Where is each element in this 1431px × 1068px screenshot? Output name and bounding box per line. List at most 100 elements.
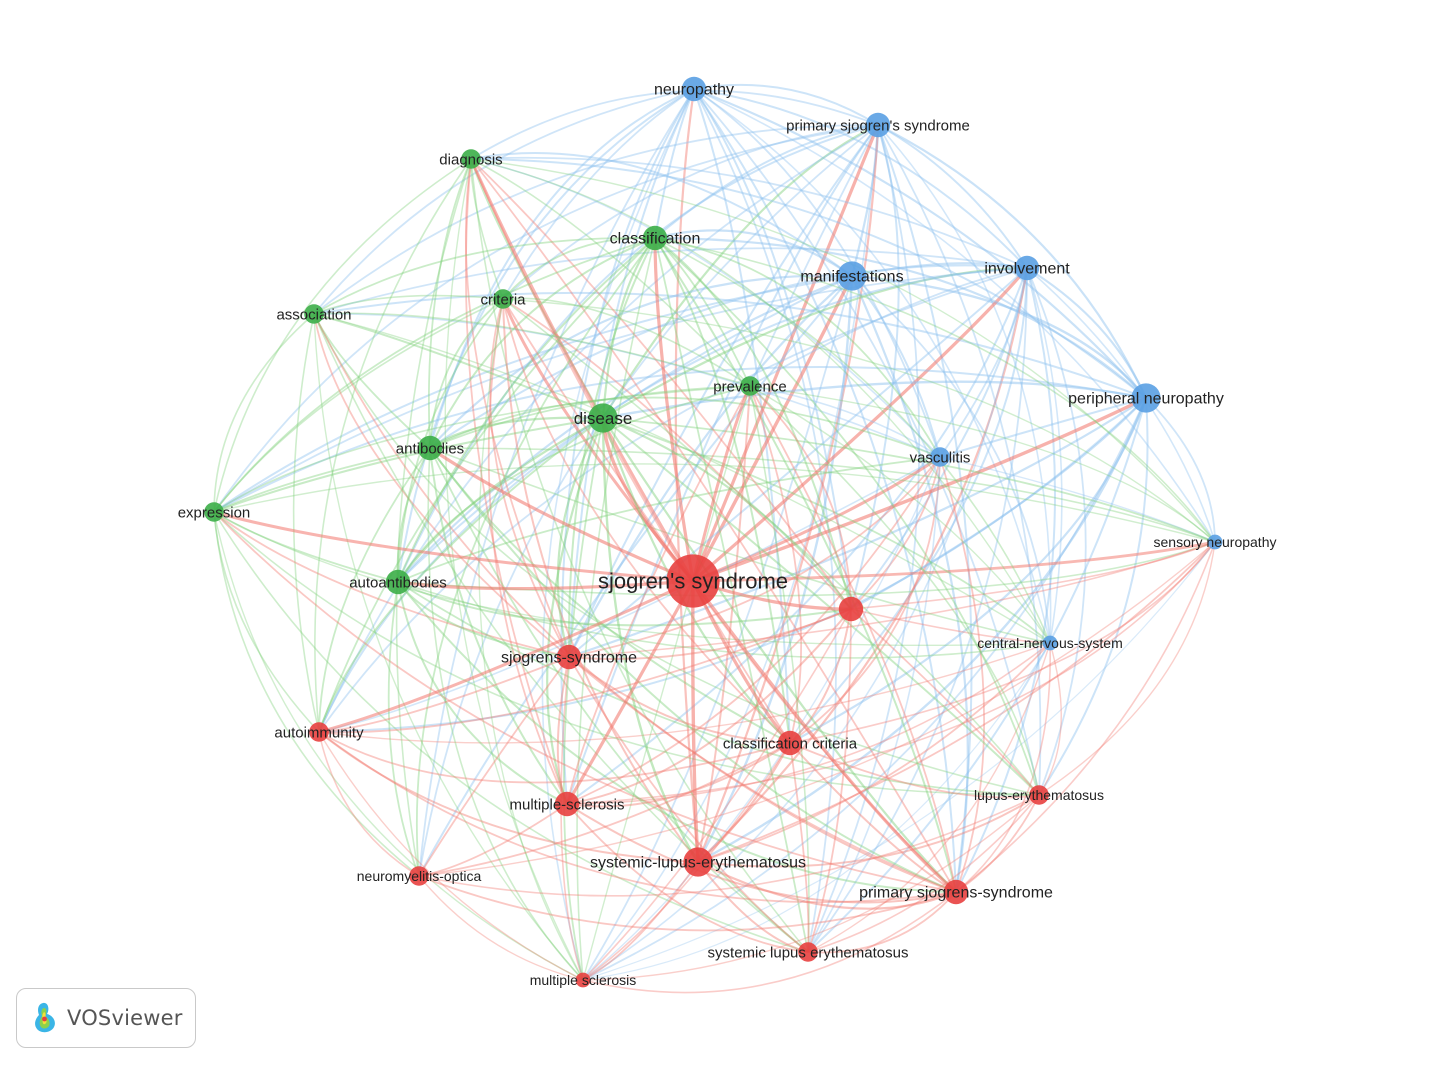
node-peripheral[interactable]	[1131, 383, 1161, 413]
edge-involvement-diagnosis	[470, 156, 1028, 269]
node-manifestations[interactable]	[837, 261, 867, 291]
node-nmo[interactable]	[409, 866, 429, 886]
node-sle_space[interactable]	[798, 942, 818, 962]
edge-classification-autoantibodies	[397, 237, 656, 583]
node-label-cns: central-nervous-system	[977, 635, 1123, 651]
edge-sjs-sle_hyphen	[691, 580, 700, 863]
node-label-lupus_ery: lupus-erythematosus	[974, 787, 1104, 803]
edge-expression-ms_space	[213, 511, 584, 981]
edge-manifestations-autoimmunity	[318, 275, 853, 733]
node-association[interactable]	[304, 304, 324, 324]
node-unlabeled_red[interactable]	[838, 596, 864, 622]
edge-autoantibodies-nmo	[387, 581, 420, 877]
node-label-criteria: criteria	[480, 291, 526, 308]
edge-neuropathy-peripheral	[693, 87, 1147, 399]
node-label-diagnosis: diagnosis	[439, 151, 502, 168]
node-autoimmunity[interactable]	[309, 722, 329, 742]
edge-class_criteria-ms_space	[582, 742, 791, 981]
edge-involvement-unlabeled_red	[850, 267, 1028, 610]
network-nodes	[204, 76, 1223, 988]
edge-lupus_ery-sle_space	[807, 794, 1040, 953]
edge-expression-psjs	[213, 511, 957, 893]
node-sjogrens_syn[interactable]	[556, 644, 582, 670]
edge-peripheral-vasculitis	[939, 397, 1147, 458]
node-classification[interactable]	[642, 225, 668, 251]
node-pss[interactable]	[865, 112, 891, 138]
edge-cns-expression	[213, 511, 1051, 646]
edge-antibodies-expression	[213, 447, 431, 513]
edge-neuropathy-unlabeled_red	[693, 88, 852, 610]
edge-sjogrens_syn-autoimmunity	[318, 656, 570, 733]
edge-autoantibodies-psjs	[397, 581, 957, 893]
edge-manifestations-classification	[654, 229, 853, 277]
edge-prevalence-lupus_ery	[749, 385, 1040, 796]
node-lupus_ery[interactable]	[1029, 785, 1049, 805]
brand-name: VOSviewer	[67, 1006, 183, 1030]
edge-unlabeled_red-class_criteria	[789, 608, 852, 744]
node-involvement[interactable]	[1014, 255, 1040, 281]
edge-pss-lupus_ery	[877, 124, 1042, 796]
edge-neuropathy-sensory	[693, 88, 1216, 543]
node-autoantibodies[interactable]	[385, 569, 411, 595]
node-criteria[interactable]	[493, 289, 513, 309]
edge-association-sle_space	[313, 313, 809, 953]
edge-involvement-association	[313, 247, 1028, 315]
node-ms_space[interactable]	[575, 972, 591, 988]
edge-classification-psjs	[654, 237, 957, 893]
edge-vasculitis-antibodies	[429, 396, 941, 458]
edge-criteria-lupus_ery	[502, 298, 1040, 796]
edge-peripheral-lupus_ery	[1038, 397, 1149, 796]
node-antibodies[interactable]	[417, 435, 443, 461]
edge-cns-sle_space	[807, 642, 1051, 953]
edge-psjs-ms_space	[582, 891, 957, 994]
edge-sensory-autoantibodies	[397, 541, 1216, 597]
edge-prevalence-ms_space	[582, 385, 751, 981]
node-psjs[interactable]	[943, 879, 969, 905]
edge-involvement-antibodies	[429, 264, 1028, 449]
edge-vasculitis-ms_hyphen	[566, 456, 941, 805]
edge-antibodies-sjs	[429, 446, 694, 583]
edge-sensory-ms_space	[582, 541, 1216, 981]
edge-sensory-expression	[213, 463, 1216, 543]
edge-autoantibodies-lupus_ery	[397, 581, 1040, 796]
edge-criteria-autoantibodies	[397, 298, 504, 583]
edge-pss-sle_hyphen	[696, 124, 880, 863]
edge-peripheral-unlabeled_red	[850, 397, 1147, 610]
node-diagnosis[interactable]	[461, 149, 481, 169]
edge-peripheral-class_criteria	[789, 397, 1148, 744]
edge-criteria-prevalence	[502, 297, 751, 387]
edge-pss-sjogrens_syn	[568, 124, 879, 658]
edge-peripheral-sensory	[1145, 397, 1216, 543]
edge-cns-lupus_ery	[1038, 642, 1062, 796]
node-vasculitis[interactable]	[930, 447, 950, 467]
node-sle_hyphen[interactable]	[683, 847, 713, 877]
edge-sensory-class_criteria	[789, 541, 1216, 744]
edge-criteria-unlabeled_red	[502, 298, 852, 610]
node-neuropathy[interactable]	[681, 76, 707, 102]
node-class_criteria[interactable]	[777, 730, 803, 756]
node-sensory[interactable]	[1207, 534, 1223, 550]
edge-cns-prevalence	[749, 385, 1051, 644]
edge-manifestations-expression	[213, 275, 853, 513]
edge-peripheral-disease	[602, 380, 1147, 420]
node-label-manifestations: manifestations	[800, 269, 903, 286]
node-expression[interactable]	[204, 502, 224, 522]
edge-criteria-sle_hyphen	[502, 298, 699, 863]
edge-pss-sjs	[691, 124, 880, 582]
node-disease[interactable]	[588, 403, 618, 433]
edge-association-prevalence	[313, 312, 751, 387]
node-prevalence[interactable]	[740, 376, 760, 396]
edge-involvement-sle_space	[807, 267, 1028, 953]
edge-cns-autoimmunity	[318, 642, 1051, 744]
edge-cns-association	[313, 313, 1051, 644]
edge-disease-autoantibodies	[397, 417, 604, 583]
node-sjs[interactable]	[666, 554, 720, 608]
edge-involvement-lupus_ery	[1026, 267, 1087, 796]
edge-sle_hyphen-sle_space	[697, 861, 809, 953]
edge-disease-unlabeled_red	[602, 416, 852, 610]
edge-neuropathy-lupus_ery	[693, 88, 1040, 796]
node-ms_hyphen[interactable]	[554, 791, 580, 817]
node-cns[interactable]	[1042, 635, 1058, 651]
node-label-pss: primary sjogren's syndrome	[786, 117, 970, 134]
edge-neuropathy-autoantibodies	[397, 88, 695, 583]
